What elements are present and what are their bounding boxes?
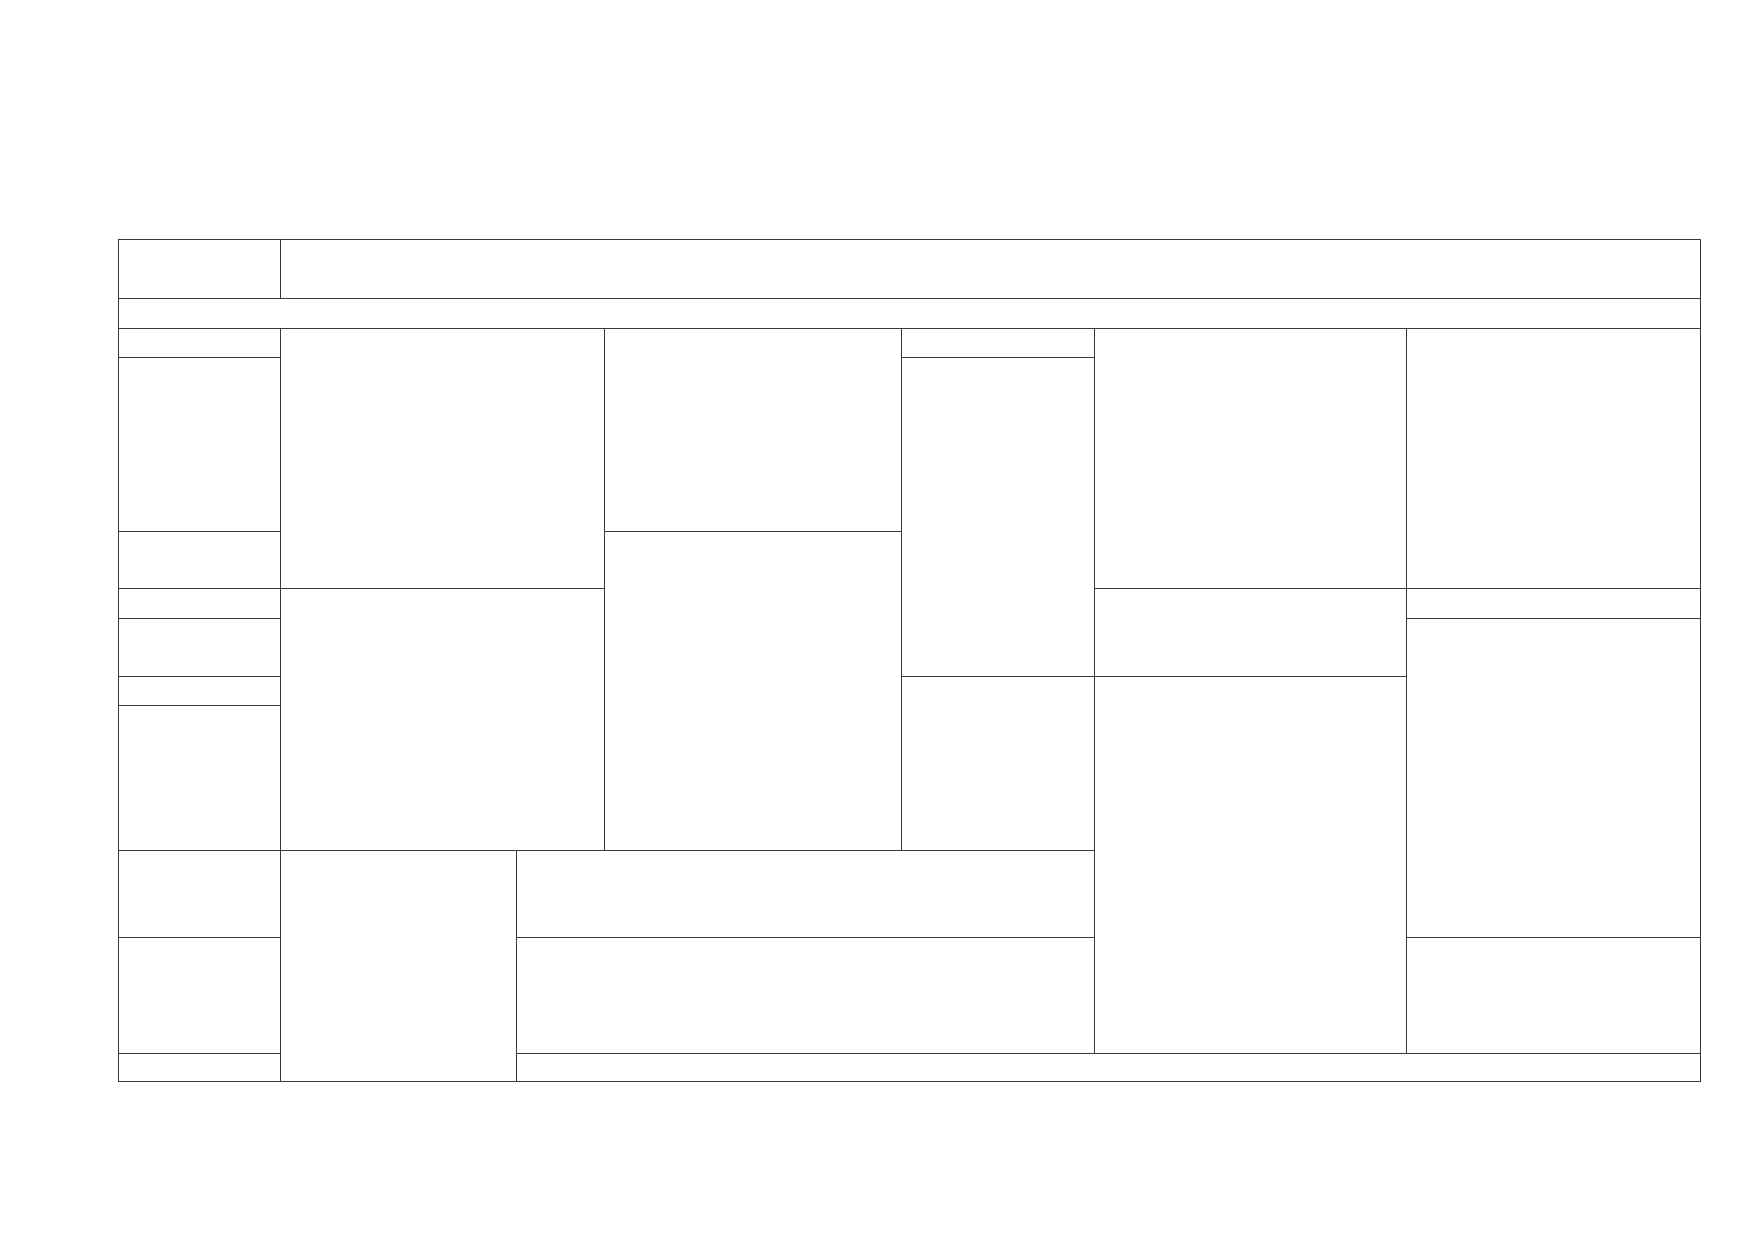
col-e-h3 [1406, 937, 1701, 938]
col-c-divider [1094, 328, 1095, 1053]
left-h6 [118, 705, 280, 706]
section-bar-cell [119, 299, 1700, 328]
col-e-h1 [1406, 588, 1701, 589]
left-h8 [118, 937, 280, 938]
left-h4 [118, 618, 280, 619]
left-h5 [118, 676, 280, 677]
header-label-cell [119, 240, 280, 298]
col-a-h1 [280, 588, 604, 589]
left-h3 [118, 588, 280, 589]
col-d-h1 [1094, 588, 1406, 589]
left-column-divider [280, 328, 281, 1082]
footer-label-cell [119, 1054, 280, 1081]
col-e-h2 [1406, 618, 1701, 619]
left-h2 [118, 531, 280, 532]
frame-top [118, 239, 1701, 240]
footer-bar-top [516, 1053, 1701, 1054]
footer-bar-cell [517, 1054, 1700, 1081]
header-divider [280, 239, 281, 298]
lower-h1 [516, 937, 1094, 938]
col-b-divider [901, 328, 902, 850]
col-d-h2 [1094, 676, 1406, 677]
frame-right [1700, 239, 1701, 1082]
frame-bottom [118, 1081, 1701, 1082]
col-b-h1 [604, 531, 901, 532]
header-value-cell [281, 240, 1700, 298]
section-bar-bottom [118, 328, 1701, 329]
col-d-divider [1406, 328, 1407, 1053]
frame-left [118, 239, 119, 1082]
left-h7 [118, 850, 280, 851]
header-bottom [118, 298, 1701, 299]
col-c-h1 [901, 357, 1094, 358]
col-a-divider [604, 328, 605, 850]
left-h9 [118, 1053, 280, 1054]
lower-block-top [280, 850, 1094, 851]
col-c-h2 [901, 676, 1094, 677]
lower-divider [516, 850, 517, 1082]
form-grid [118, 239, 1701, 1082]
left-h1 [118, 357, 280, 358]
